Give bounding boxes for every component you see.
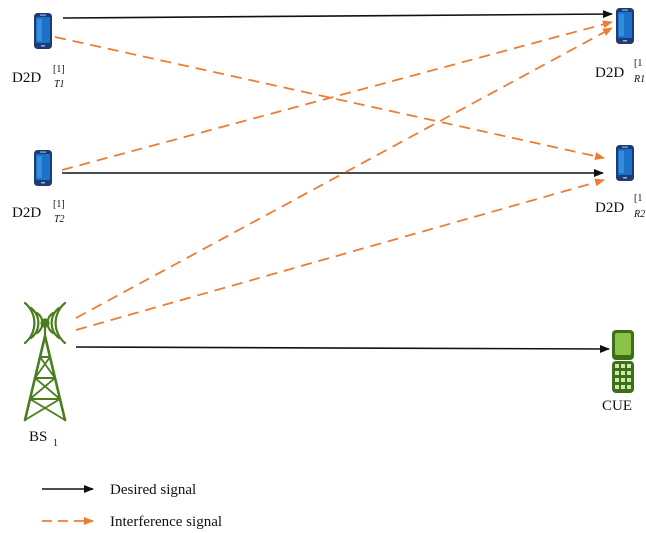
smartphone-icon <box>616 8 634 44</box>
d2d-r2-sub: R2 <box>633 209 645 220</box>
bs1-tower <box>23 301 67 422</box>
smartphone-icon <box>616 145 634 181</box>
d2d-t2-sup: [1] <box>53 199 65 210</box>
link-d2d-t1-to-d2d-r2-interference <box>54 36 605 160</box>
d2d-t1-sup: [1] <box>53 64 65 75</box>
d2d-r1-sub: R1 <box>633 74 645 85</box>
d2d-t1-phone <box>34 13 52 49</box>
legend-interference-label: Interference signal <box>110 514 222 530</box>
smartphone-icon <box>34 150 52 186</box>
d2d-t1-sub: T1 <box>54 79 65 90</box>
link-bs1-to-cue-desired <box>75 344 610 353</box>
smartphone-icon <box>34 13 52 49</box>
cue-label: CUE <box>602 398 632 414</box>
flip-phone-icon <box>612 330 634 393</box>
d2d-r2-label: D2D <box>595 200 624 216</box>
link-d2d-t2-to-d2d-r1-interference <box>61 20 613 171</box>
legend: Desired signal Interference signal <box>42 482 222 530</box>
d2d-r2-phone <box>616 145 634 181</box>
d2d-t2-label: D2D <box>12 205 41 221</box>
d2d-r1-phone <box>616 8 634 44</box>
d2d-t2-phone <box>34 150 52 186</box>
d2d-r2-sup: [1 <box>634 193 642 204</box>
cue-phone <box>612 330 634 393</box>
links-layer <box>54 10 613 353</box>
d2d-r1-label: D2D <box>595 65 624 81</box>
bs1-label: BS <box>29 429 47 445</box>
d2d-t2-sub: T2 <box>54 214 65 225</box>
d2d-r1-sup: [1 <box>634 58 642 69</box>
link-bs1-to-d2d-r1-interference <box>75 27 613 319</box>
bs1-sub: 1 <box>53 438 58 449</box>
link-d2d-t1-to-d2d-r1-desired <box>62 10 613 19</box>
cell-tower-icon <box>23 301 67 422</box>
link-bs1-to-d2d-r2-interference <box>75 178 605 331</box>
legend-desired-label: Desired signal <box>110 482 196 498</box>
d2d-t1-label: D2D <box>12 70 41 86</box>
